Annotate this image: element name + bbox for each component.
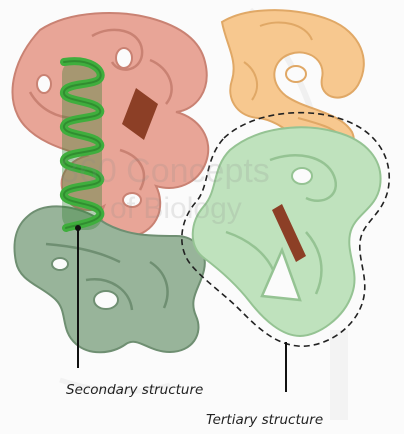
secondary-structure-label: Secondary structure bbox=[66, 382, 203, 398]
watermark-line-2: of Biology bbox=[110, 192, 242, 225]
sage-domain bbox=[15, 206, 205, 352]
tertiary-structure-label: Tertiary structure bbox=[206, 412, 323, 428]
secondary-leader-dot bbox=[75, 225, 81, 231]
watermark-line-1: 360 Concepts bbox=[60, 152, 270, 190]
alpha-helix bbox=[62, 60, 102, 230]
